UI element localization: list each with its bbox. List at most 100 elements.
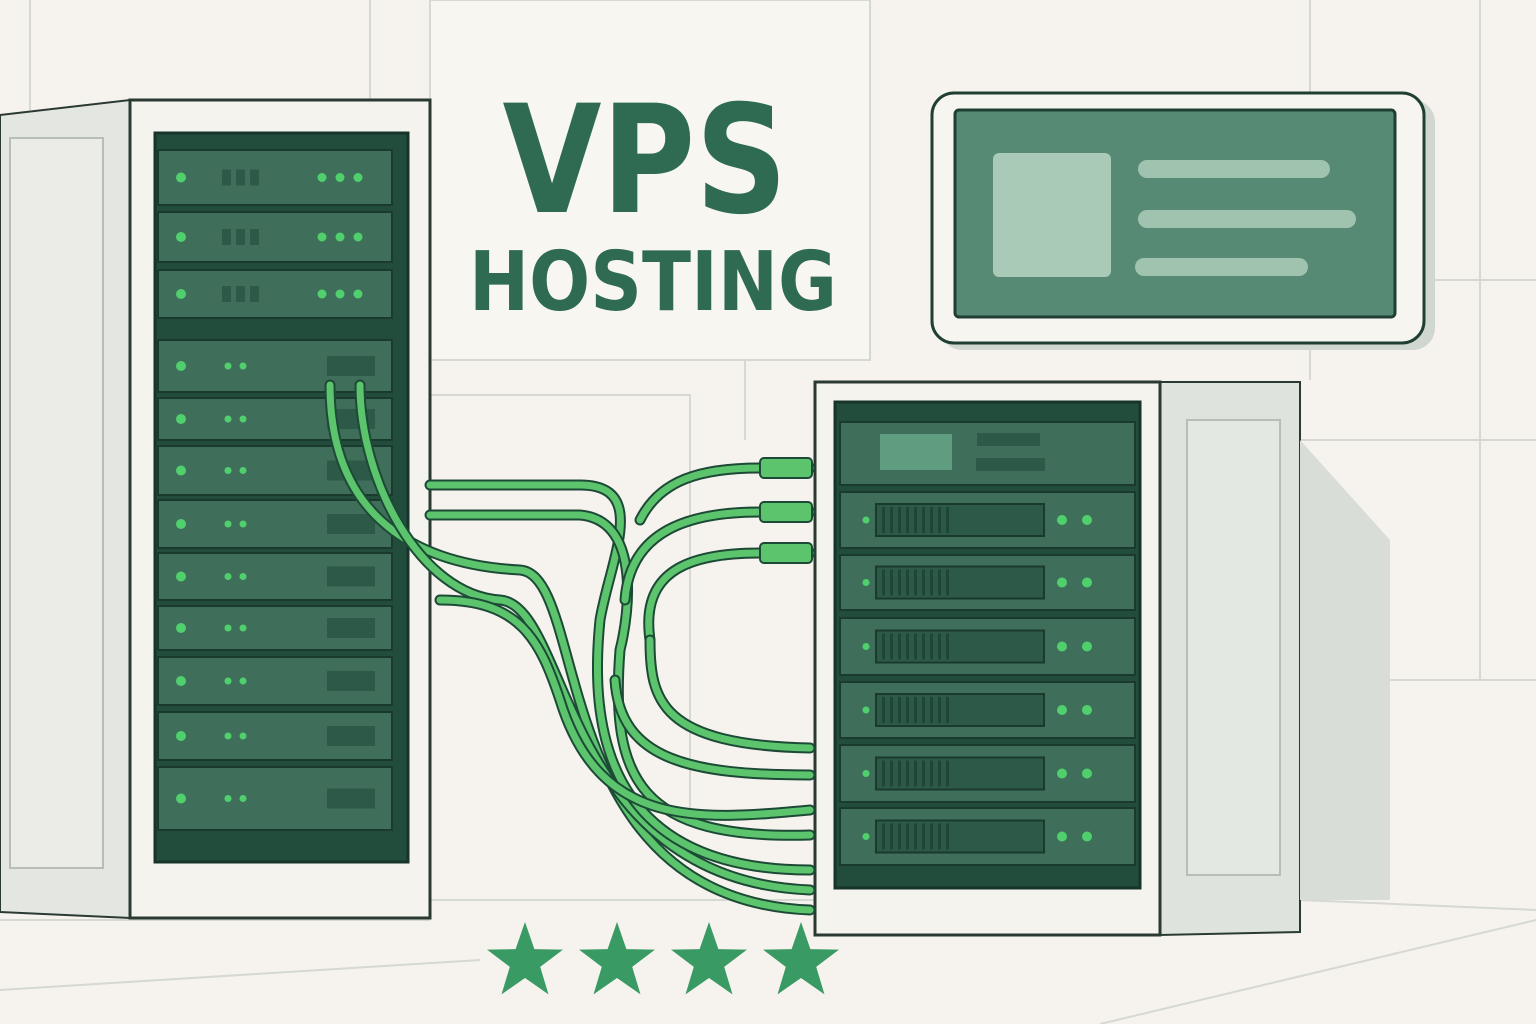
vent-slat [882,760,885,787]
vent-slat [890,569,893,596]
status-led [176,519,186,529]
status-led [862,516,870,524]
vent-slat [946,697,949,723]
status-led [1082,577,1092,588]
drive-bay [875,503,1045,537]
server-rack-icon-left [0,98,432,920]
title-panel [429,0,871,361]
vent-slat [882,569,885,596]
server-unit [157,149,393,206]
vent-slat [906,507,909,533]
vent-grille [327,356,375,376]
vent-slat [922,697,925,723]
vent-slat [922,760,925,787]
vent-slat [906,569,909,596]
server-unit-panel [157,149,393,206]
status-led [862,643,870,650]
status-led [1057,515,1067,525]
status-led [353,173,363,182]
status-led [239,467,247,474]
network-cable [324,379,816,916]
cable-core [636,464,814,524]
dashboard-screen-icon [930,91,1435,350]
vent-slat [930,823,933,850]
drive-slot [236,229,245,245]
network-cable [619,506,816,606]
drive-slot [977,433,1040,446]
status-led [1057,705,1067,715]
vent-slat [922,633,925,660]
status-led [239,362,247,370]
vent-grille [327,618,375,638]
status-led [224,732,232,740]
status-led [317,289,327,299]
status-led [176,414,186,424]
status-led [176,232,186,242]
vent-slat [946,633,949,660]
vent-slat [922,569,925,596]
cable-core [645,549,814,644]
vent-grille [327,671,375,691]
status-led [1057,641,1067,652]
vent-grille [327,566,375,587]
server-unit-panel [157,211,393,263]
network-cable [609,674,816,781]
status-led [224,624,232,632]
star-icon [671,922,747,995]
server-unit-panel [157,711,393,761]
cable-connector [759,501,813,523]
drive-slot [222,286,231,302]
status-led [335,173,345,182]
status-led [176,793,186,804]
drive-slot [222,169,231,186]
vent-slat [946,823,949,850]
cable-core [356,381,814,894]
vent-slat [906,633,909,660]
vent-slat [914,633,917,660]
vent-slat [938,507,941,533]
cable-connector [759,542,813,564]
server-rack-icon-right [813,380,1390,937]
cable-connector [759,457,813,479]
cable-core [646,636,814,752]
vent-slat [906,760,909,787]
server-unit [157,656,393,706]
vent-slat [930,697,933,723]
vent-slat [914,569,917,596]
server-unit [157,766,393,831]
star-icon [763,922,839,995]
status-led [239,624,247,632]
status-led [1057,831,1067,842]
status-led [335,232,345,242]
network-cable [434,594,816,821]
drive-slot [236,286,245,302]
vent-slat [938,697,941,723]
network-cable [644,634,816,754]
server-unit [839,807,1136,866]
status-led [353,232,363,242]
server-unit [157,552,393,601]
vent-slat [906,697,909,723]
vent-slat [898,507,901,533]
vent-slat [890,507,893,533]
vent-slat [930,507,933,533]
drive-bay [875,756,1045,791]
drive-slot [250,169,259,186]
status-led [862,833,870,840]
drive-slot [222,229,231,245]
vent-slat [946,760,949,787]
status-led [176,289,186,299]
vent-grille [327,514,375,534]
status-led [317,173,327,182]
status-led [224,415,232,423]
vent-slat [898,760,901,787]
status-led [176,676,186,686]
status-led [176,172,186,183]
vent-slat [898,697,901,723]
status-led [862,770,870,777]
status-led [1082,831,1092,842]
cable-outline [609,674,816,781]
heading-hosting: HOSTING [469,235,837,330]
